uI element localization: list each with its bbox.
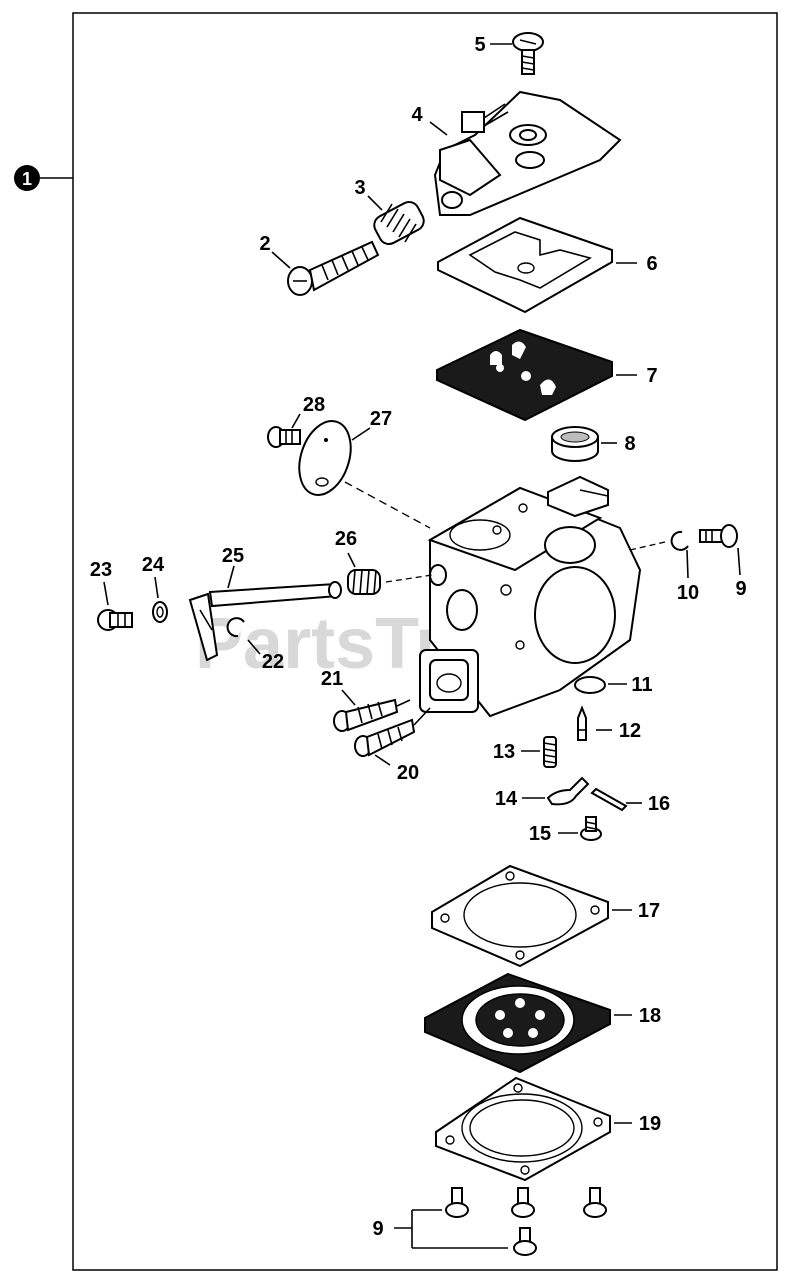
callout-21: 21 <box>321 668 343 690</box>
part-4-pump-cover <box>433 90 622 216</box>
callout-19: 19 <box>639 1113 661 1135</box>
callout-9-lower: 9 <box>372 1218 383 1240</box>
part-7-diaphragm <box>436 328 613 422</box>
callout-25: 25 <box>222 545 244 567</box>
callout-11: 11 <box>631 674 652 696</box>
part-9-screw-bottom-4 <box>513 1227 537 1256</box>
callout-26: 26 <box>335 528 357 550</box>
callout-8: 8 <box>624 433 635 455</box>
callout-5: 5 <box>474 34 485 56</box>
part-23-screw <box>97 609 133 631</box>
callout-10: 10 <box>677 582 699 604</box>
part-5-screw <box>512 32 544 75</box>
callout-24: 24 <box>142 554 165 576</box>
part-15-screw <box>580 816 602 841</box>
callout-7: 7 <box>646 365 657 387</box>
callout-4: 4 <box>411 104 423 126</box>
part-21-needle <box>333 698 411 732</box>
callout-20: 20 <box>397 762 419 784</box>
part-13-spring <box>543 736 557 768</box>
part-22-clip <box>226 617 245 638</box>
part-9-screw-side <box>699 524 738 548</box>
part-8-filter <box>551 426 599 462</box>
part-16-pin <box>590 787 628 812</box>
part-9-screw-bottom-1 <box>445 1187 469 1218</box>
carburetor-body <box>419 475 642 718</box>
part-9-screw-bottom-2 <box>511 1187 535 1218</box>
callout-18: 18 <box>639 1005 661 1027</box>
part-25-throttle-shaft <box>188 581 342 662</box>
part-10-clip <box>670 530 689 551</box>
part-11-o-ring <box>574 676 606 694</box>
callout-9-upper: 9 <box>735 578 746 600</box>
part-26-spring <box>347 569 381 595</box>
assembly-marker: 1 <box>14 165 73 191</box>
callout-22: 22 <box>262 651 284 673</box>
callout-14: 14 <box>495 788 518 810</box>
callout-9-bracket <box>394 1209 508 1249</box>
part-17-gasket <box>431 864 609 968</box>
callout-6: 6 <box>646 253 657 275</box>
callout-15: 15 <box>529 823 551 845</box>
part-9-screw-bottom-3 <box>583 1187 607 1218</box>
part-24-washer <box>152 601 168 623</box>
part-18-diaphragm <box>424 972 611 1074</box>
callout-2: 2 <box>259 233 270 255</box>
part-3-spring <box>373 201 425 245</box>
part-19-cover <box>435 1076 611 1182</box>
callout-13: 13 <box>493 741 515 763</box>
callout-12: 12 <box>619 720 641 742</box>
part-14-lever <box>546 776 590 806</box>
callout-16: 16 <box>648 793 670 815</box>
callout-17: 17 <box>638 900 660 922</box>
part-6-gasket <box>437 216 613 314</box>
diagram-frame <box>72 12 778 1271</box>
callout-27: 27 <box>370 408 392 430</box>
callout-28: 28 <box>303 394 325 416</box>
part-28-screw <box>267 426 301 448</box>
part-20-needle <box>354 707 431 757</box>
part-2-screw <box>287 240 380 296</box>
assembly-label: 1 <box>22 169 32 189</box>
callout-3: 3 <box>354 177 365 199</box>
part-12-inlet-needle <box>577 705 587 741</box>
callout-23: 23 <box>90 559 112 581</box>
part-27-throttle-plate <box>298 420 352 496</box>
